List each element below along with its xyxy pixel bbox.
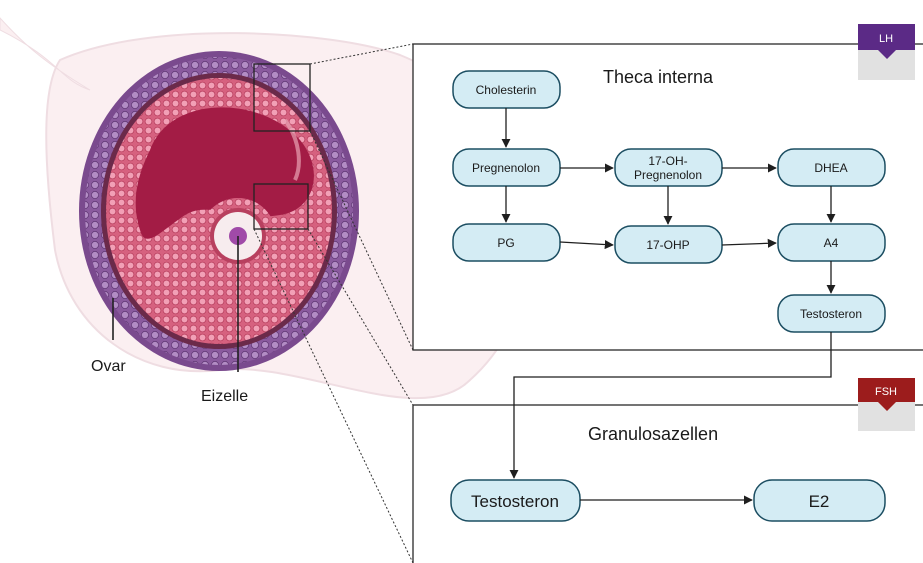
lh-badge: LH <box>858 24 915 80</box>
egg-label: Eizelle <box>201 388 248 405</box>
theca-title: Theca interna <box>603 67 714 87</box>
node-17oh-pregnenolon: 17-OH- Pregnenolon <box>615 149 722 186</box>
follicle <box>79 51 359 371</box>
node-pg: PG <box>453 224 560 261</box>
fsh-badge-text: FSH <box>875 386 897 398</box>
node-a4-label: A4 <box>824 236 839 250</box>
node-17oh-pregnenolon-label-line2: Pregnenolon <box>634 168 702 182</box>
ovary-label: Ovar <box>91 358 126 375</box>
node-testosteron-granulosa: Testosteron <box>451 480 580 521</box>
fsh-badge: FSH <box>858 378 915 431</box>
node-testosteron-granulosa-label: Testosteron <box>471 492 559 511</box>
node-testosteron-theca: Testosteron <box>778 295 885 332</box>
lh-badge-text: LH <box>879 33 893 45</box>
node-a4: A4 <box>778 224 885 261</box>
node-pregnenolon-label: Pregnenolon <box>472 161 540 175</box>
node-cholesterin: Cholesterin <box>453 71 560 108</box>
node-dhea-label: DHEA <box>814 161 847 175</box>
node-17ohp: 17-OHP <box>615 226 722 263</box>
node-17ohp-label: 17-OHP <box>646 238 689 252</box>
node-pg-label: PG <box>497 236 514 250</box>
node-dhea: DHEA <box>778 149 885 186</box>
node-e2-label: E2 <box>809 492 830 511</box>
node-testosteron-theca-label: Testosteron <box>800 307 862 321</box>
node-cholesterin-label: Cholesterin <box>476 83 537 97</box>
node-pregnenolon: Pregnenolon <box>453 149 560 186</box>
node-e2: E2 <box>754 480 885 521</box>
granulosa-title: Granulosazellen <box>588 424 718 444</box>
node-17oh-pregnenolon-label-line1: 17-OH- <box>648 154 687 168</box>
